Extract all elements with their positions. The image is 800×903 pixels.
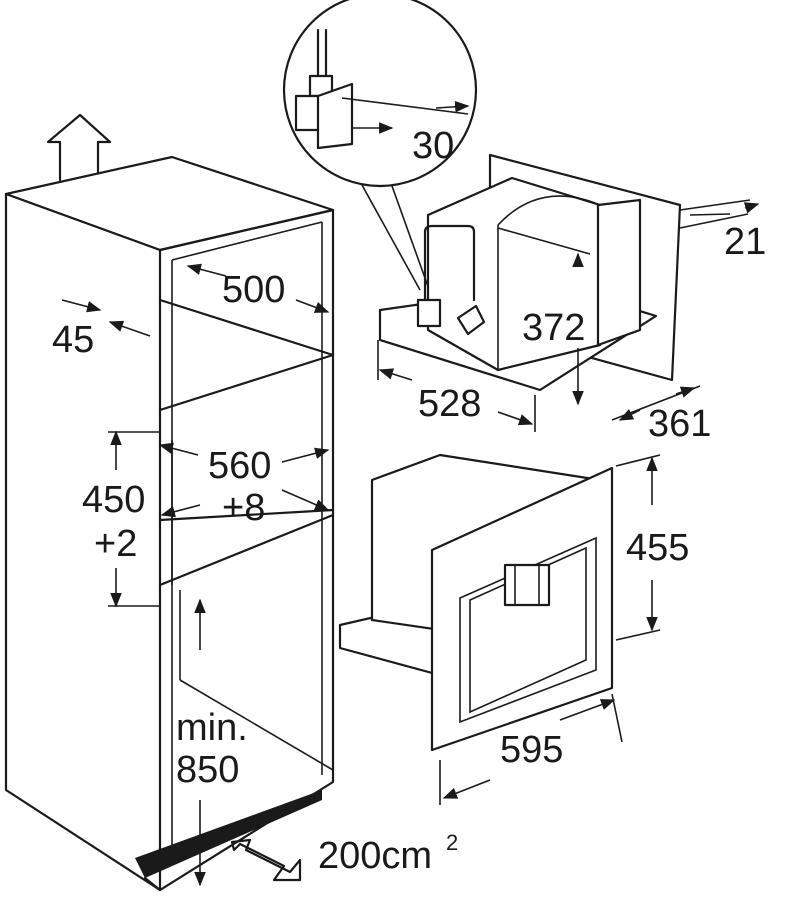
detail-callout: 30: [282, 0, 478, 293]
airflow-up-arrow-icon: [46, 113, 112, 182]
dim-850-label: 850: [176, 749, 239, 791]
dim-372-label: 372: [522, 307, 585, 349]
dim-450-tolerance-label: +2: [94, 523, 137, 565]
vent-area-label: 200cm: [318, 835, 432, 877]
plug-icon: [456, 304, 486, 336]
ventilation-inlet: 200cm 2: [230, 830, 458, 882]
coffee-machine: [338, 453, 614, 752]
dim-455-label: 455: [626, 527, 689, 569]
vent-area-exponent: 2: [446, 830, 458, 855]
vent-arrow-icon: [230, 838, 302, 882]
dim-361-label: 361: [648, 403, 711, 445]
tall-cabinet: [4, 113, 335, 892]
cabinet-dimensions: 500 45 560 +8 450 +2 min. 850: [52, 263, 330, 887]
dim-min-label: min.: [176, 707, 248, 749]
dim-560-label: 560: [208, 445, 271, 487]
dim-595-label: 595: [500, 729, 563, 771]
housing-dimensions: 372 528 361 21: [377, 199, 766, 445]
dim-528-label: 528: [418, 383, 481, 425]
appliance-dimensions: 455 595: [439, 454, 689, 805]
plug-socket-icon: [416, 298, 442, 328]
built-in-housing: [378, 153, 682, 392]
dim-560-tolerance-label: +8: [222, 487, 265, 529]
coffee-spout-icon: [503, 563, 551, 607]
dim-30-label: 30: [412, 125, 454, 167]
dim-450-label: 450: [82, 479, 145, 521]
dim-21-label: 21: [724, 221, 766, 263]
dim-500-label: 500: [222, 269, 285, 311]
dim-45-label: 45: [52, 319, 94, 361]
